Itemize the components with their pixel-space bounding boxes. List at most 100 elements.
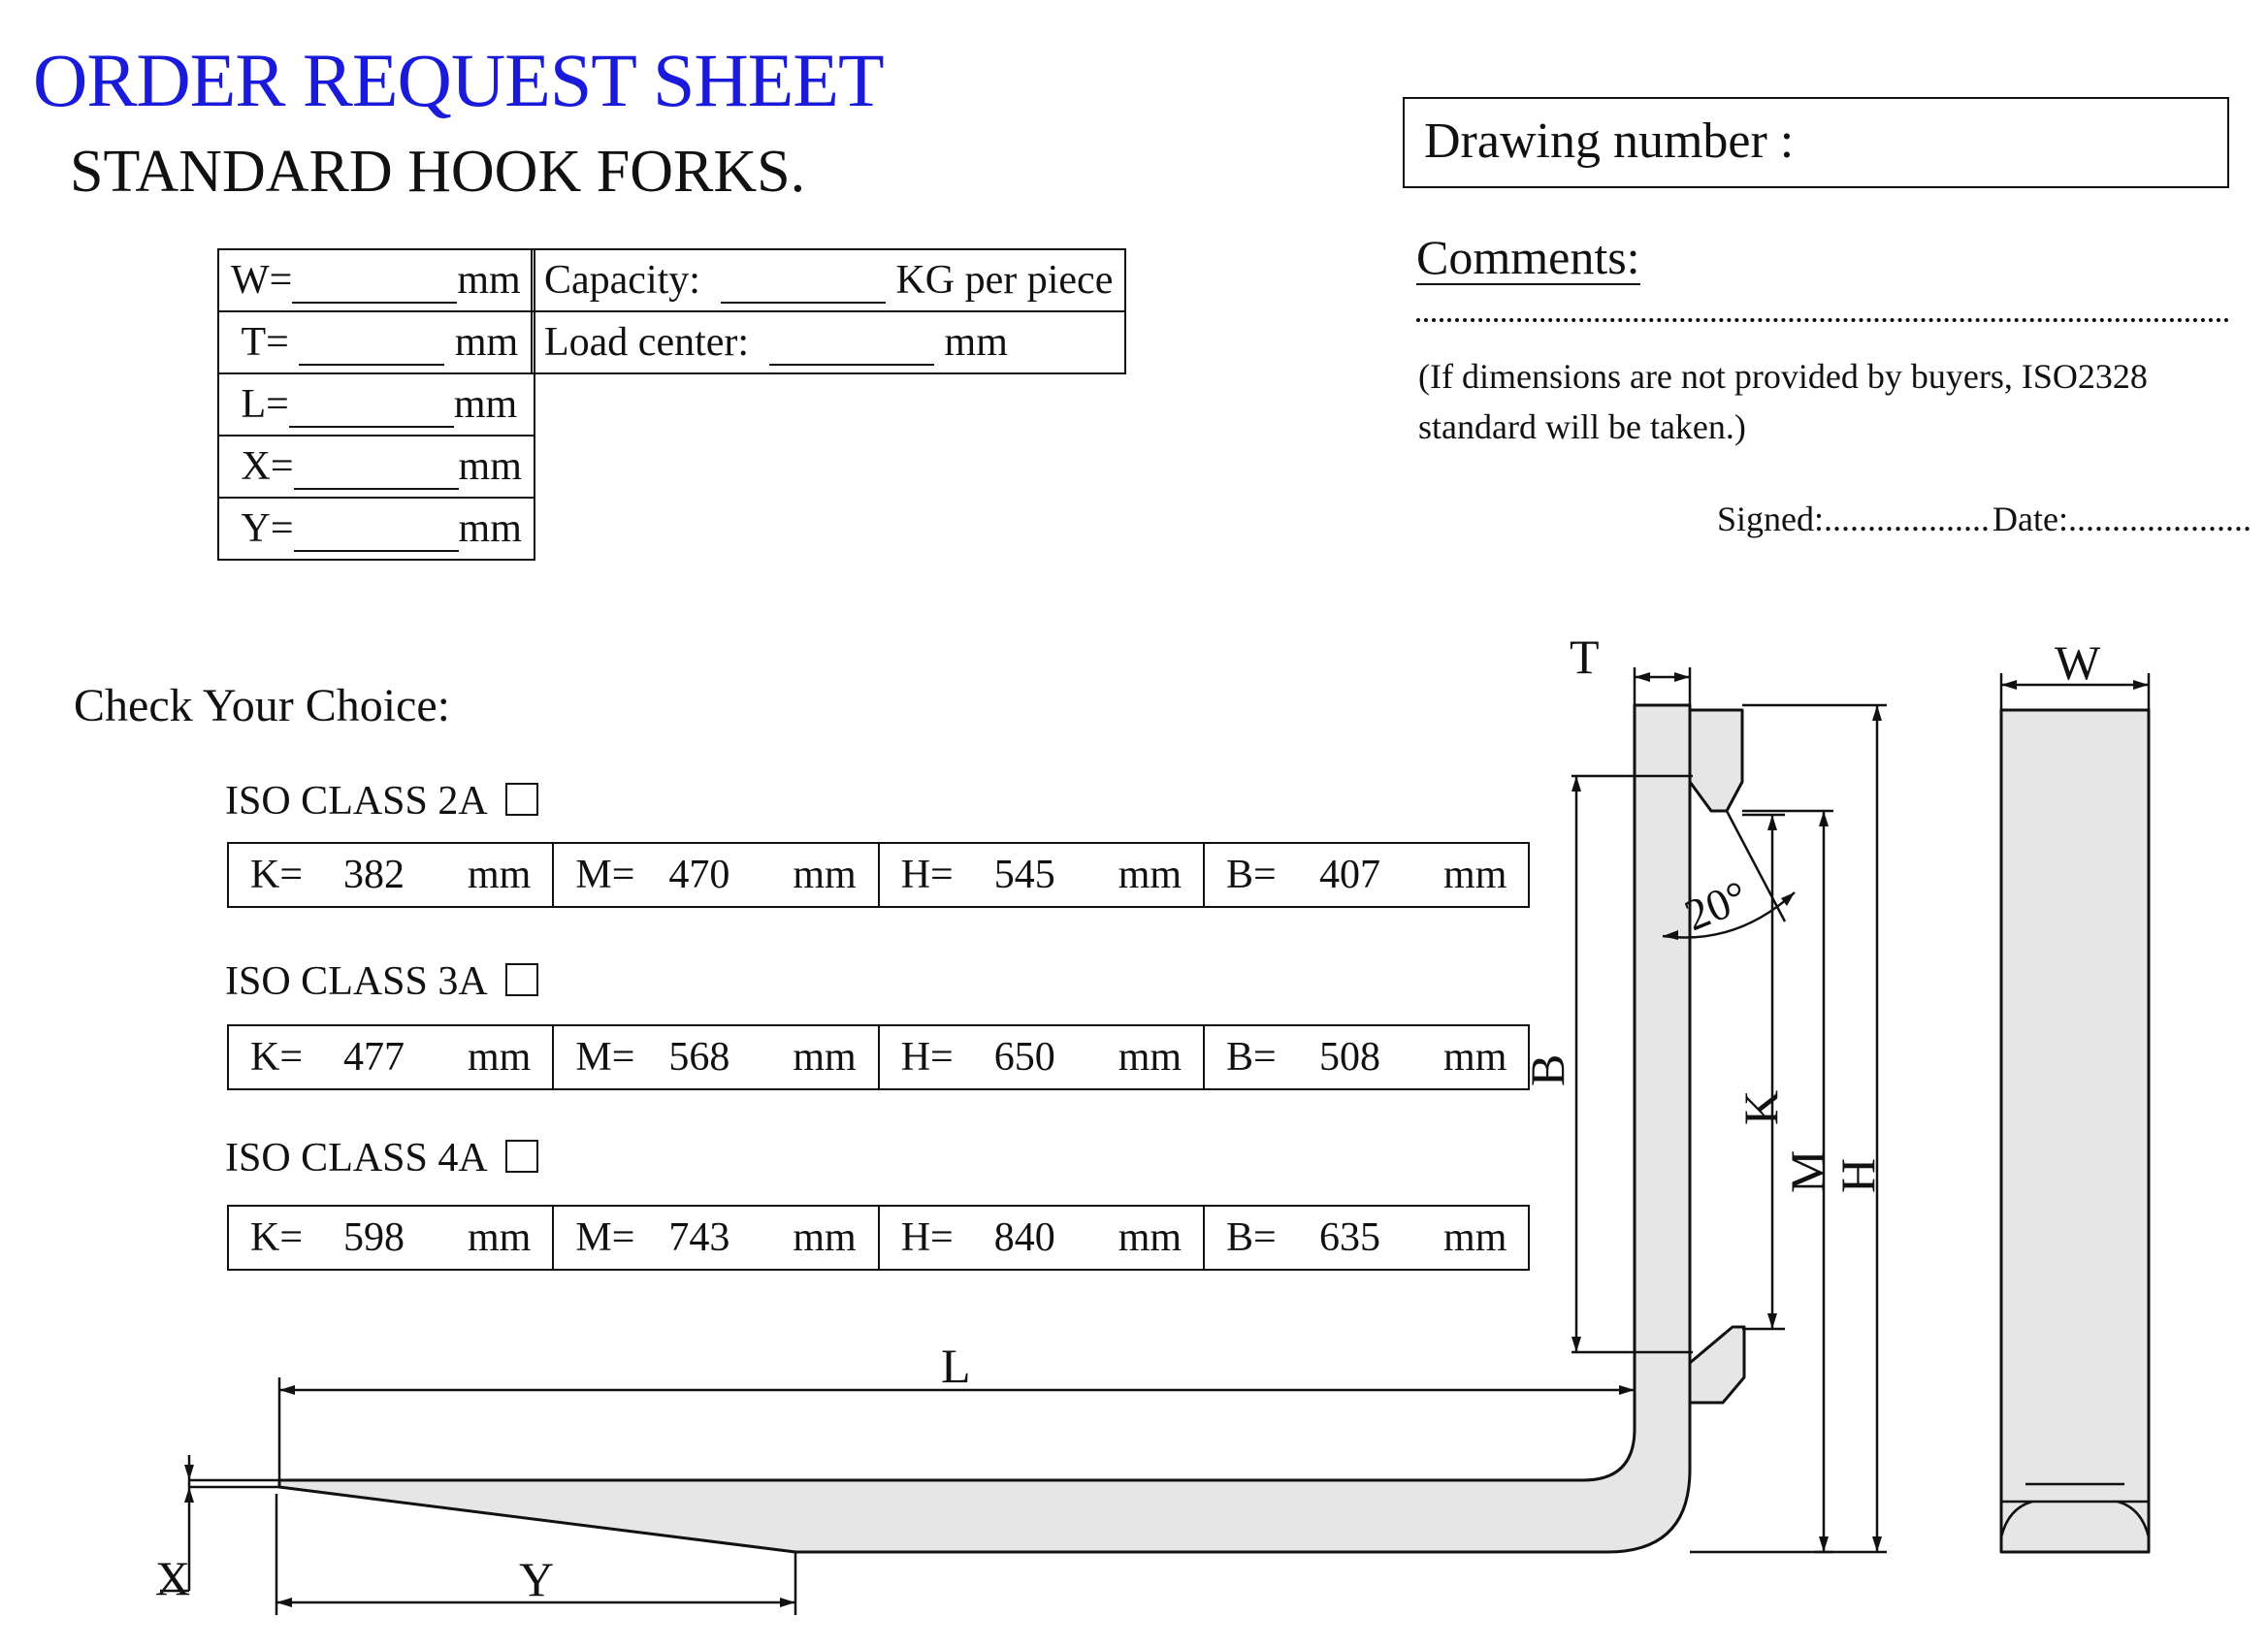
dimension-row-l: L=mm [217, 372, 535, 436]
page-subtitle: STANDARD HOOK FORKS. [70, 139, 806, 205]
iso-class-2a-checkbox[interactable] [504, 783, 538, 816]
unit: mm [1118, 853, 1183, 897]
label-x: X [155, 1551, 190, 1605]
m-key: M= [575, 853, 635, 897]
w-input[interactable] [292, 263, 458, 304]
dimension-table: W=mm T= mm L=mm X=mm Y=mm [217, 248, 535, 561]
iso-class-3a-option[interactable]: ISO CLASS 3A [225, 958, 538, 1005]
k-dimension [1742, 813, 1785, 1331]
label-h: H [1831, 1158, 1885, 1193]
k-value: 598 [343, 1215, 405, 1260]
b-key: B= [1226, 1215, 1277, 1260]
t-dimension [1633, 667, 1692, 705]
dimension-unit: mm [454, 320, 519, 365]
label-l: L [941, 1339, 971, 1393]
m-value: 568 [668, 1035, 730, 1080]
comments-line[interactable] [1416, 318, 2229, 322]
y-input[interactable] [293, 511, 459, 552]
capacity-input[interactable] [720, 263, 886, 304]
m-key: M= [575, 1215, 635, 1260]
arrow-head [184, 1465, 194, 1503]
iso-note: (If dimensions are not provided by buyer… [1418, 351, 2214, 452]
side-heel-curve [1999, 1500, 2151, 1538]
unit: mm [1443, 1035, 1507, 1080]
x-dimension [160, 1455, 279, 1593]
y-dimension [275, 1494, 797, 1615]
signed-field[interactable]: Signed:................... [1717, 500, 1991, 538]
dimension-row-x: X=mm [217, 435, 535, 499]
capacity-label: Capacity: [544, 258, 700, 303]
load-center-unit: mm [944, 320, 1008, 365]
dimension-label: W= [231, 258, 293, 303]
b-key: B= [1226, 1035, 1277, 1080]
arrow-head [1819, 811, 1829, 1552]
iso-class-4a-option[interactable]: ISO CLASS 4A [225, 1135, 538, 1181]
capacity-table: Capacity: KG per piece Load center: mm [530, 248, 1127, 374]
b-value: 635 [1319, 1215, 1381, 1260]
unit: mm [1118, 1215, 1183, 1260]
h-key: H= [900, 1035, 954, 1080]
label-y: Y [519, 1552, 554, 1606]
h-value: 650 [993, 1035, 1055, 1080]
k-value: 382 [343, 853, 405, 897]
dimension-unit: mm [457, 258, 521, 303]
label-m: M [1780, 1150, 1834, 1193]
h-value: 545 [993, 853, 1055, 897]
capacity-row: Capacity: KG per piece [530, 248, 1127, 312]
l-input[interactable] [288, 387, 454, 428]
l-dimension [277, 1377, 1635, 1484]
label-k: K [1733, 1090, 1788, 1125]
drawing-number-field[interactable]: Drawing number : [1403, 97, 2229, 188]
dimension-row-t: T= mm [217, 310, 535, 374]
b-value: 407 [1319, 853, 1381, 897]
k-value: 477 [343, 1035, 405, 1080]
arrow-head [1663, 892, 1795, 940]
arrow-head [1872, 705, 1882, 1552]
label-w: W [2055, 635, 2101, 690]
load-center-row: Load center: mm [530, 310, 1127, 374]
unit: mm [1118, 1035, 1183, 1080]
unit: mm [1443, 853, 1507, 897]
unit: mm [793, 1215, 857, 1260]
arrow-head [279, 1385, 1635, 1395]
capacity-unit: KG per piece [895, 258, 1114, 303]
upper-hook [1688, 708, 1744, 813]
dimension-label: Y= [241, 506, 294, 551]
load-center-label: Load center: [544, 320, 750, 365]
x-input[interactable] [293, 449, 459, 490]
comments-label: Comments: [1416, 230, 1640, 285]
unit: mm [468, 853, 532, 897]
m-key: M= [575, 1035, 635, 1080]
m-value: 470 [668, 853, 730, 897]
fork-body [277, 703, 1692, 1554]
unit: mm [793, 853, 857, 897]
check-choice-label: Check Your Choice: [74, 680, 450, 731]
lower-hook [1688, 1325, 1746, 1405]
h-value: 840 [993, 1215, 1055, 1260]
k-key: K= [250, 1215, 304, 1260]
b-value: 508 [1319, 1035, 1381, 1080]
load-center-input[interactable] [769, 325, 935, 366]
t-input[interactable] [299, 325, 445, 366]
h-dimension [1690, 703, 1887, 1554]
dimension-row-y: Y=mm [217, 497, 535, 561]
iso-class-3a-checkbox[interactable] [504, 963, 538, 996]
iso-class-2a-option[interactable]: ISO CLASS 2A [225, 778, 538, 824]
iso-class-label: ISO CLASS 2A [225, 779, 488, 824]
b-key: B= [1226, 853, 1277, 897]
m-value: 743 [668, 1215, 730, 1260]
k-key: K= [250, 1035, 304, 1080]
iso-class-4a-checkbox[interactable] [504, 1140, 538, 1173]
drawing-number-label: Drawing number : [1424, 113, 1795, 169]
dimension-label: X= [241, 444, 294, 489]
unit: mm [1443, 1215, 1507, 1260]
fork-side-view [1999, 708, 2151, 1554]
date-field[interactable]: Date:..................... [1993, 500, 2252, 538]
page-title: ORDER REQUEST SHEET [33, 38, 885, 122]
